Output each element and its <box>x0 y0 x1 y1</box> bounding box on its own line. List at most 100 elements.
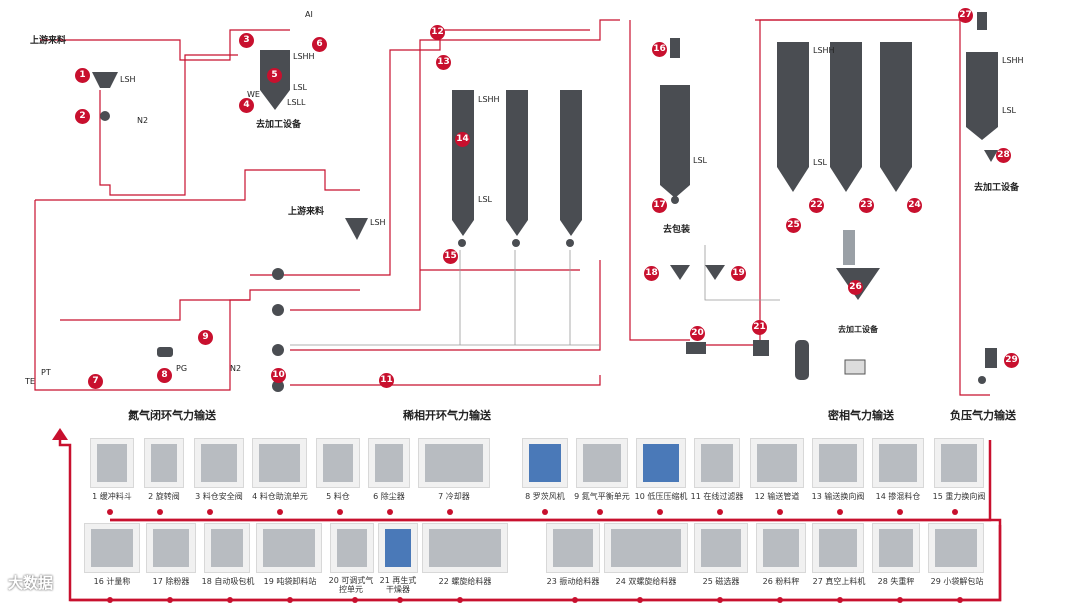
component-caption: 4 料仓助流单元 <box>252 492 308 501</box>
component-photo <box>418 438 490 488</box>
instrument-label: LSL <box>293 83 307 92</box>
component-caption: 19 吨袋卸料站 <box>263 577 317 586</box>
component-caption: 10 低压压缩机 <box>634 492 688 501</box>
air-control-unit-shape <box>686 342 706 354</box>
component-caption: 7 冷却器 <box>438 492 470 501</box>
callout-badge: 26 <box>848 280 863 295</box>
instrument-label: TE <box>25 377 35 386</box>
component-photo <box>872 523 920 573</box>
component-caption: 6 除尘器 <box>373 492 405 501</box>
to-processing-label: 去加工设备 <box>838 325 878 334</box>
instrument-label: LSHH <box>1002 56 1024 65</box>
component-photo <box>928 523 984 573</box>
component-photo <box>90 438 134 488</box>
section-n2-closed: 氮气闭环气力输送 <box>128 409 216 422</box>
component-photo <box>522 438 568 488</box>
component-caption: 2 旋转阀 <box>148 492 180 501</box>
component-photo <box>316 438 360 488</box>
callout-badge: 13 <box>436 55 451 70</box>
upstream-label: 上游来料 <box>30 36 67 46</box>
dense-phase-silos <box>777 42 912 192</box>
instrument-label: N2 <box>230 364 242 373</box>
cooler-shape <box>157 347 173 357</box>
component-caption: 20 可调式气控单元 <box>328 576 374 594</box>
callout-badge: 1 <box>75 68 90 83</box>
section-dense: 密相气力输送 <box>828 409 894 422</box>
component-caption: 23 振动给料器 <box>546 577 600 586</box>
section-negative: 负压气力输送 <box>950 409 1016 422</box>
to-processing-label: 去加工设备 <box>974 183 1020 193</box>
component-photo <box>756 523 806 573</box>
blowers <box>272 196 986 392</box>
callout-badge: 27 <box>958 8 973 23</box>
blending-silos <box>452 90 582 236</box>
component-photo <box>604 523 688 573</box>
component-photo <box>378 523 418 573</box>
component-photo <box>330 523 374 573</box>
instrument-label: N2 <box>137 116 149 125</box>
callout-badge: 3 <box>239 33 254 48</box>
instrument-label: LSL <box>1002 106 1016 115</box>
callout-badge: 7 <box>88 374 103 389</box>
instrument-label: PT <box>41 368 51 377</box>
callout-badge: 6 <box>312 37 327 52</box>
component-caption: 26 粉料秤 <box>762 577 800 586</box>
callout-badge: 23 <box>859 198 874 213</box>
buffer-hopper-shape <box>92 72 118 88</box>
watermark: 大数据 <box>8 574 54 592</box>
component-caption: 12 输送管道 <box>754 492 800 501</box>
component-caption: 3 料仓安全阀 <box>195 492 243 501</box>
component-photo <box>872 438 924 488</box>
component-photo <box>84 523 140 573</box>
callout-badge: 29 <box>1004 353 1019 368</box>
instrument-label: WE <box>247 90 260 99</box>
callout-badge: 15 <box>443 249 458 264</box>
component-photo <box>812 523 864 573</box>
component-caption: 16 计量称 <box>93 577 131 586</box>
component-caption: 21 再生式干燥器 <box>379 576 417 594</box>
component-caption: 11 在线过滤器 <box>690 492 744 501</box>
component-photo <box>750 438 804 488</box>
component-photo <box>146 523 196 573</box>
packing-silo-shape <box>660 85 690 185</box>
instrument-label: LSH <box>370 218 386 227</box>
to-packing-label: 去包装 <box>663 225 691 235</box>
negative-silo-shape <box>966 52 998 127</box>
component-caption: 14 掺混料仓 <box>875 492 921 501</box>
component-photo <box>204 523 250 573</box>
callout-badge: 22 <box>809 198 824 213</box>
component-caption: 24 双螺旋给料器 <box>615 577 677 586</box>
component-caption: 27 真空上料机 <box>812 577 866 586</box>
component-photo <box>546 523 600 573</box>
component-caption: 17 除粉器 <box>152 577 190 586</box>
instrument-label: LSHH <box>293 52 315 61</box>
return-arrow-icon <box>52 428 68 440</box>
rotary-valve-shape <box>100 111 110 121</box>
component-photo <box>576 438 628 488</box>
instrument-label: LSLL <box>287 98 306 107</box>
component-caption: 25 磁选器 <box>702 577 740 586</box>
component-caption: 29 小袋解包站 <box>930 577 984 586</box>
callout-badge: 4 <box>239 98 254 113</box>
instrument-label: LSL <box>693 156 707 165</box>
component-photo <box>252 438 307 488</box>
component-caption: 15 重力换向阀 <box>932 492 986 501</box>
instrument-label: PG <box>176 364 188 373</box>
instrument-label: LSL <box>478 195 492 204</box>
instrument-label: AI <box>305 10 313 19</box>
loop-nodes <box>107 509 963 603</box>
component-caption: 8 罗茨风机 <box>525 492 565 501</box>
callout-badge: 18 <box>644 266 659 281</box>
component-photo <box>144 438 184 488</box>
to-processing-label: 去加工设备 <box>256 120 302 130</box>
component-photo <box>812 438 864 488</box>
component-photo <box>694 438 740 488</box>
component-photo <box>194 438 244 488</box>
callout-badge: 2 <box>75 109 90 124</box>
instrument-label: LSH <box>120 75 136 84</box>
callout-badge: 25 <box>786 218 801 233</box>
component-photo <box>694 523 748 573</box>
upstream-label: 上游来料 <box>288 207 325 217</box>
callout-badge: 28 <box>996 148 1011 163</box>
